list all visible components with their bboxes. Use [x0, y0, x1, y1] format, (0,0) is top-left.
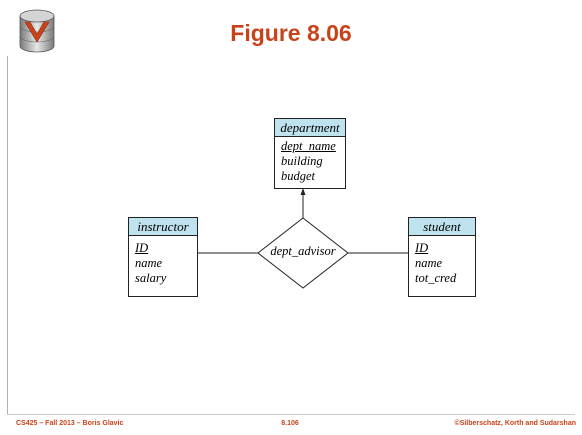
attribute-instructor-name: name [135, 256, 163, 270]
relationship-diamond [257, 217, 349, 289]
footer-page-number: 8.106 [281, 420, 299, 427]
entity-student-name: student [409, 218, 475, 236]
slide-title: Figure 8.06 [230, 20, 352, 46]
attribute-student-id: ID [415, 241, 429, 255]
entity-department-name: department [275, 119, 345, 137]
attribute-instructor-id: ID [135, 241, 149, 255]
attribute-student-name: name [415, 256, 443, 270]
bottom-rule [7, 414, 575, 415]
footer-copyright: ©Silberschatz, Korth and Sudarshan [454, 420, 576, 427]
entity-department: department dept_name building budget [274, 118, 346, 189]
left-rule [7, 56, 8, 415]
database-cylinder-icon [19, 9, 55, 53]
attribute-tot-cred: tot_cred [415, 271, 457, 285]
attribute-building: building [281, 154, 323, 168]
attribute-dept-name: dept_name [281, 139, 336, 153]
footer-course: CS425 – Fall 2013 – Boris Glavic [16, 420, 124, 427]
attribute-salary: salary [135, 271, 167, 285]
entity-instructor: instructor ID name salary [128, 217, 198, 297]
arrowhead-to-department [300, 188, 306, 195]
entity-student: student ID name tot_cred [408, 217, 476, 297]
attribute-budget: budget [281, 169, 316, 183]
relationship-label: dept_advisor [270, 244, 336, 258]
entity-instructor-name: instructor [129, 218, 197, 236]
